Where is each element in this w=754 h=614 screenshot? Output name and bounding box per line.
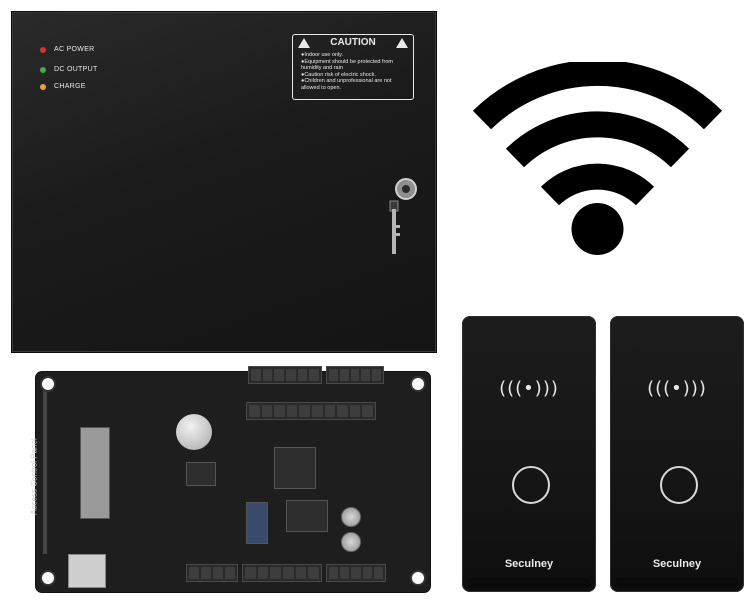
terminal-block bbox=[186, 564, 238, 582]
board-side-label: Access Control Panel bbox=[30, 412, 68, 552]
terminal-block bbox=[242, 564, 322, 582]
caution-line: Indoor use only. bbox=[301, 52, 407, 59]
board-label-text: Access Control Panel bbox=[29, 438, 39, 515]
processor-chip bbox=[274, 447, 316, 489]
terminal-block bbox=[246, 402, 376, 420]
terminal-block bbox=[248, 366, 322, 384]
fingerprint-touch-icon bbox=[660, 466, 698, 504]
capacitor bbox=[341, 507, 361, 527]
capacitor bbox=[341, 532, 361, 552]
card-reader: (((•))) Seculney bbox=[610, 316, 744, 592]
caution-label: CAUTION Indoor use only. Equipment shoul… bbox=[292, 34, 414, 100]
terminal-block bbox=[326, 366, 384, 384]
led-charge-icon bbox=[40, 83, 46, 90]
terminal-block bbox=[326, 564, 386, 582]
access-control-board: Access Control Panel bbox=[30, 366, 430, 592]
indicator-charge: CHARGE bbox=[40, 83, 86, 90]
rfid-icon: (((•))) bbox=[647, 378, 707, 399]
led-ac-power-icon bbox=[40, 46, 46, 53]
rj45-port bbox=[68, 554, 106, 588]
caution-line: Children and unprofessional are not allo… bbox=[301, 78, 407, 91]
rfid-icon: (((•))) bbox=[499, 378, 559, 399]
wifi-icon bbox=[472, 62, 723, 255]
mounting-hole bbox=[42, 378, 54, 390]
module-chip bbox=[80, 427, 110, 519]
indicator-label: AC POWER bbox=[54, 46, 95, 53]
indicator-label: DC OUTPUT bbox=[54, 66, 98, 73]
key-lock-icon bbox=[389, 178, 417, 254]
warning-triangle-icon bbox=[298, 37, 310, 48]
power-supply-cabinet: AC POWER DC OUTPUT CHARGE CAUTION Indoor… bbox=[11, 11, 437, 353]
reader-base bbox=[616, 578, 738, 588]
mounting-hole bbox=[42, 572, 54, 584]
indicator-ac-power: AC POWER bbox=[40, 46, 95, 53]
mounting-hole bbox=[412, 572, 424, 584]
reader-base bbox=[468, 578, 590, 588]
coin-battery bbox=[176, 414, 212, 450]
led-dc-output-icon bbox=[40, 66, 46, 73]
card-reader: (((•))) Seculney bbox=[462, 316, 596, 592]
caution-line: Caution risk of electric shock. bbox=[301, 72, 407, 79]
reader-brand: Seculney bbox=[652, 558, 702, 570]
chip bbox=[246, 502, 268, 544]
caution-title: CAUTION bbox=[330, 37, 376, 48]
mounting-hole bbox=[412, 378, 424, 390]
chip bbox=[186, 462, 216, 486]
chip bbox=[286, 500, 328, 532]
caution-line: Equipment should be protected from humid… bbox=[301, 59, 407, 72]
indicator-label: CHARGE bbox=[54, 83, 86, 90]
indicator-dc-output: DC OUTPUT bbox=[40, 66, 98, 73]
warning-triangle-icon bbox=[396, 37, 408, 48]
reader-brand: Seculney bbox=[504, 558, 554, 570]
fingerprint-touch-icon bbox=[512, 466, 550, 504]
